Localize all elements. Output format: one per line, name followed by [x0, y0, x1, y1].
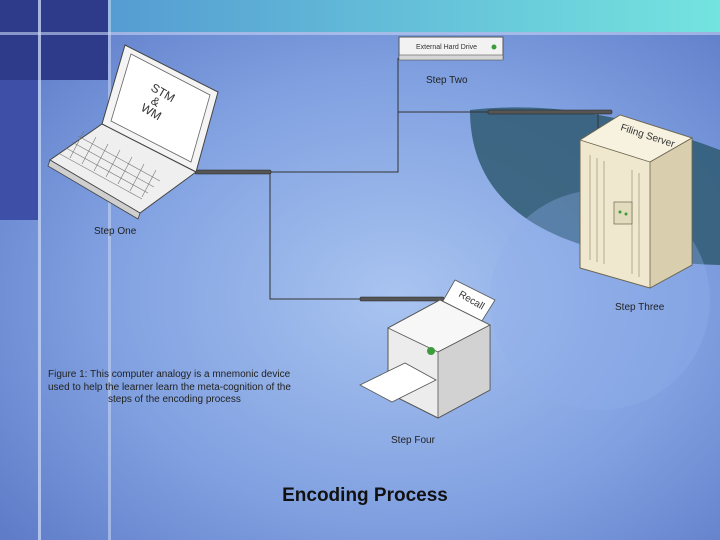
caption-line-2: used to help the learner learn the meta-… — [48, 381, 291, 393]
caption-line-1: Figure 1: This computer analogy is a mne… — [48, 369, 291, 380]
hard-drive-label: External Hard Drive — [416, 44, 477, 51]
figure-caption: Figure 1: This computer analogy is a mne… — [48, 369, 308, 407]
drive-light-icon — [491, 44, 497, 50]
top-band — [0, 0, 720, 32]
step-four-label: Step Four — [391, 435, 435, 446]
step-two-label: Step Two — [426, 75, 468, 86]
slide-title: Encoding Process — [282, 485, 448, 506]
step-three-label: Step Three — [615, 302, 665, 313]
cable-plug — [487, 109, 613, 115]
dark-corner — [0, 0, 108, 80]
caption-line-3: steps of the encoding process — [108, 394, 241, 405]
step-one-label: Step One — [94, 226, 137, 237]
printer-light-icon — [427, 347, 435, 355]
